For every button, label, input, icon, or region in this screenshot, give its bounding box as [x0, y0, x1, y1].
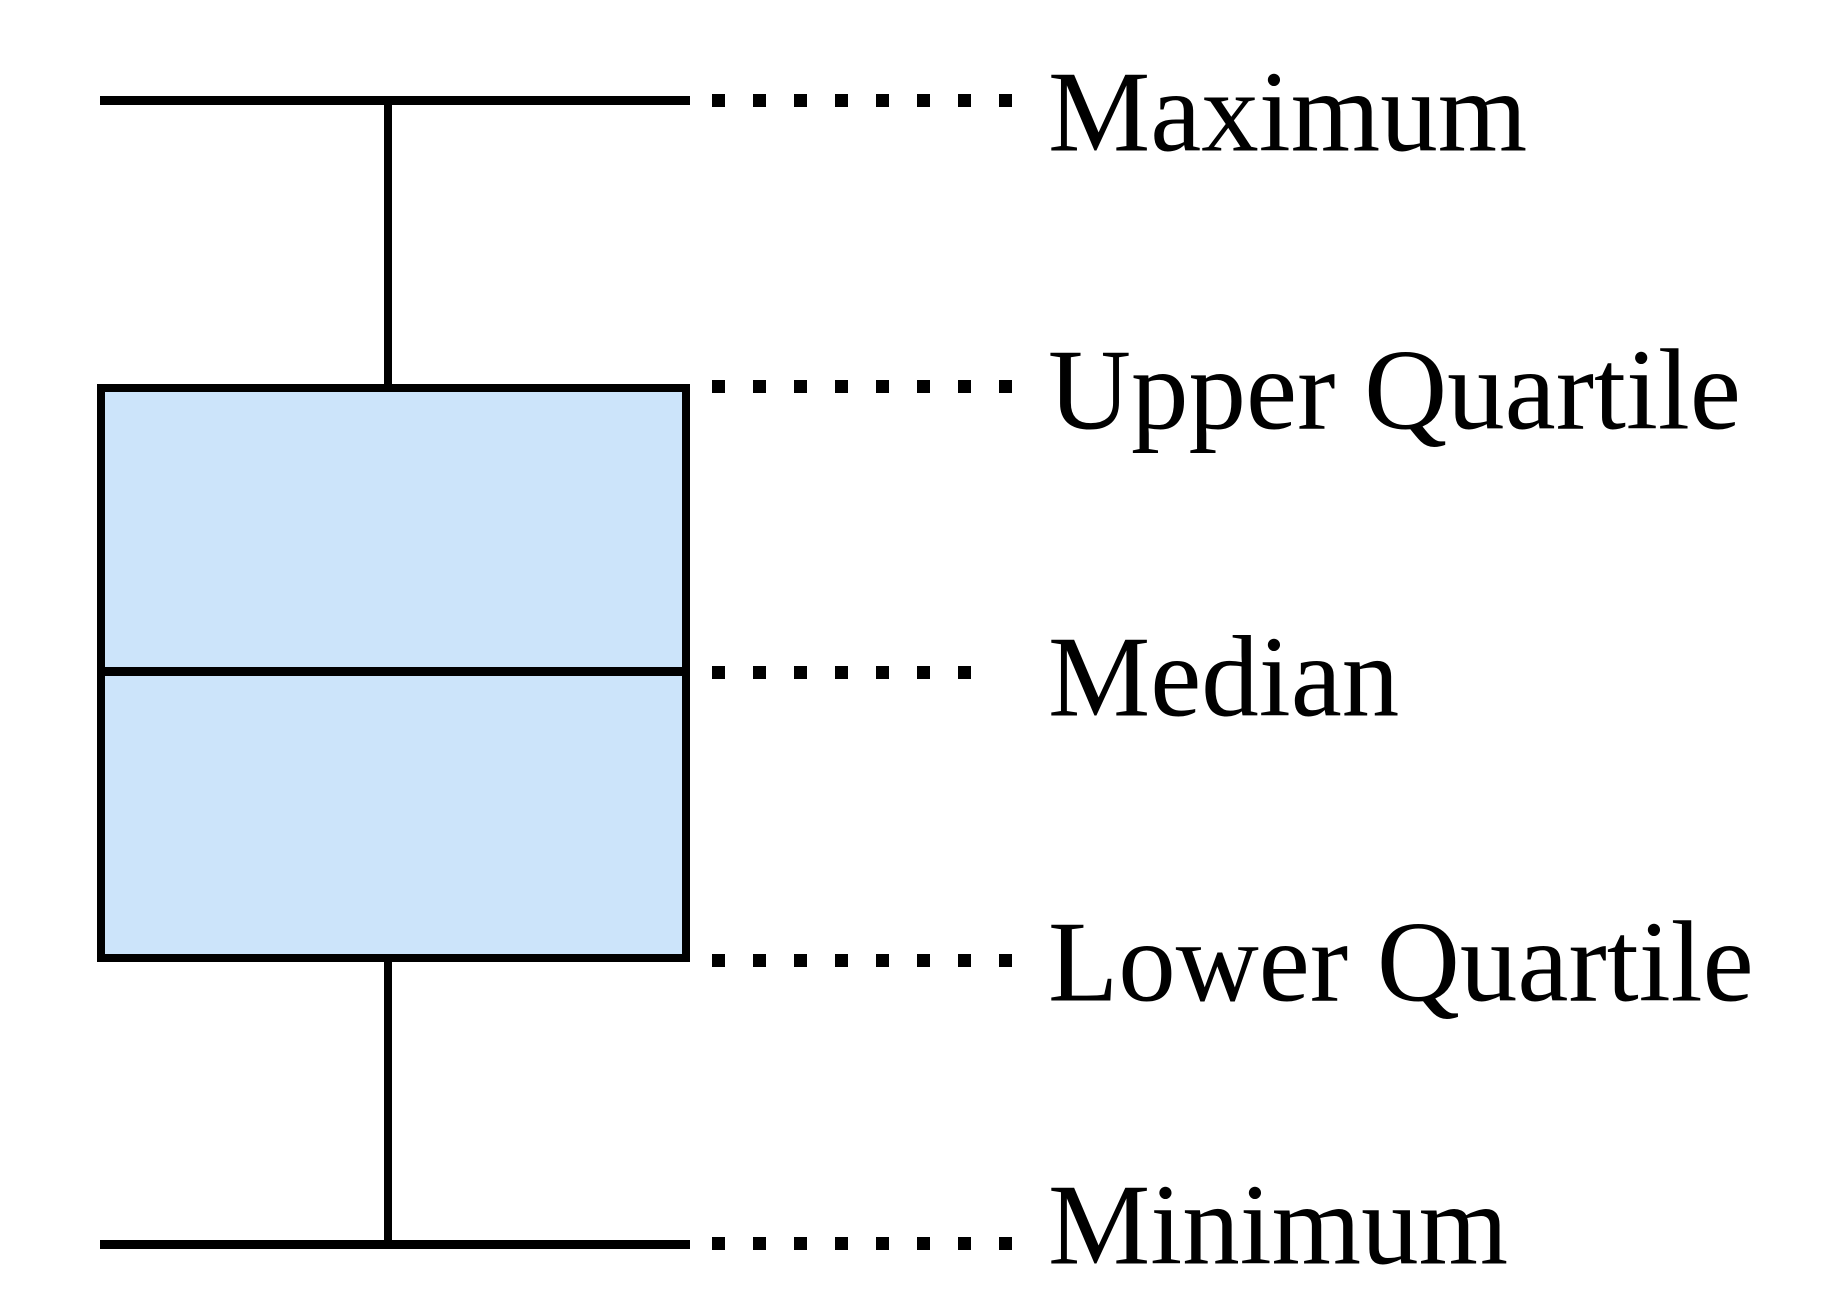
leader-dot: [917, 94, 930, 107]
leader-dot: [958, 666, 971, 679]
leader-dot: [794, 954, 807, 967]
leader-dot: [876, 1237, 889, 1250]
leader-dot: [794, 1237, 807, 1250]
leader-dot: [753, 94, 766, 107]
lower-whisker-line: [384, 958, 392, 1248]
leader-dot: [917, 954, 930, 967]
leader-dot: [712, 666, 725, 679]
label-maximum: Maximum: [1048, 48, 1528, 176]
leader-dot: [958, 380, 971, 393]
leader-dot: [917, 380, 930, 393]
label-upper-quartile: Upper Quartile: [1048, 326, 1741, 454]
upper-whisker-line: [384, 100, 392, 390]
leader-dot: [835, 380, 848, 393]
median-line: [97, 667, 690, 676]
dotted-leader-minimum: [712, 1237, 1012, 1250]
leader-dot: [753, 666, 766, 679]
dotted-leader-median: [712, 666, 971, 679]
leader-dot: [753, 1237, 766, 1250]
leader-dot: [917, 666, 930, 679]
label-lower-quartile: Lower Quartile: [1048, 898, 1754, 1026]
leader-dot: [753, 954, 766, 967]
leader-dot: [876, 380, 889, 393]
leader-dot: [958, 954, 971, 967]
leader-dot: [958, 94, 971, 107]
leader-dot: [999, 954, 1012, 967]
leader-dot: [876, 666, 889, 679]
leader-dot: [876, 94, 889, 107]
label-minimum: Minimum: [1048, 1161, 1509, 1289]
leader-dot: [876, 954, 889, 967]
leader-dot: [712, 94, 725, 107]
leader-dot: [999, 380, 1012, 393]
leader-dot: [835, 1237, 848, 1250]
leader-dot: [712, 1237, 725, 1250]
leader-dot: [794, 666, 807, 679]
leader-dot: [835, 94, 848, 107]
leader-dot: [794, 380, 807, 393]
dotted-leader-maximum: [712, 94, 1012, 107]
leader-dot: [999, 1237, 1012, 1250]
leader-dot: [835, 666, 848, 679]
leader-dot: [712, 954, 725, 967]
dotted-leader-lower-quartile: [712, 954, 1012, 967]
leader-dot: [917, 1237, 930, 1250]
minimum-whisker-cap: [100, 1240, 690, 1249]
leader-dot: [753, 380, 766, 393]
dotted-leader-upper-quartile: [712, 380, 1012, 393]
leader-dot: [958, 1237, 971, 1250]
leader-dot: [794, 94, 807, 107]
maximum-whisker-cap: [100, 96, 690, 105]
leader-dot: [999, 94, 1012, 107]
leader-dot: [712, 380, 725, 393]
label-median: Median: [1048, 613, 1400, 741]
leader-dot: [835, 954, 848, 967]
